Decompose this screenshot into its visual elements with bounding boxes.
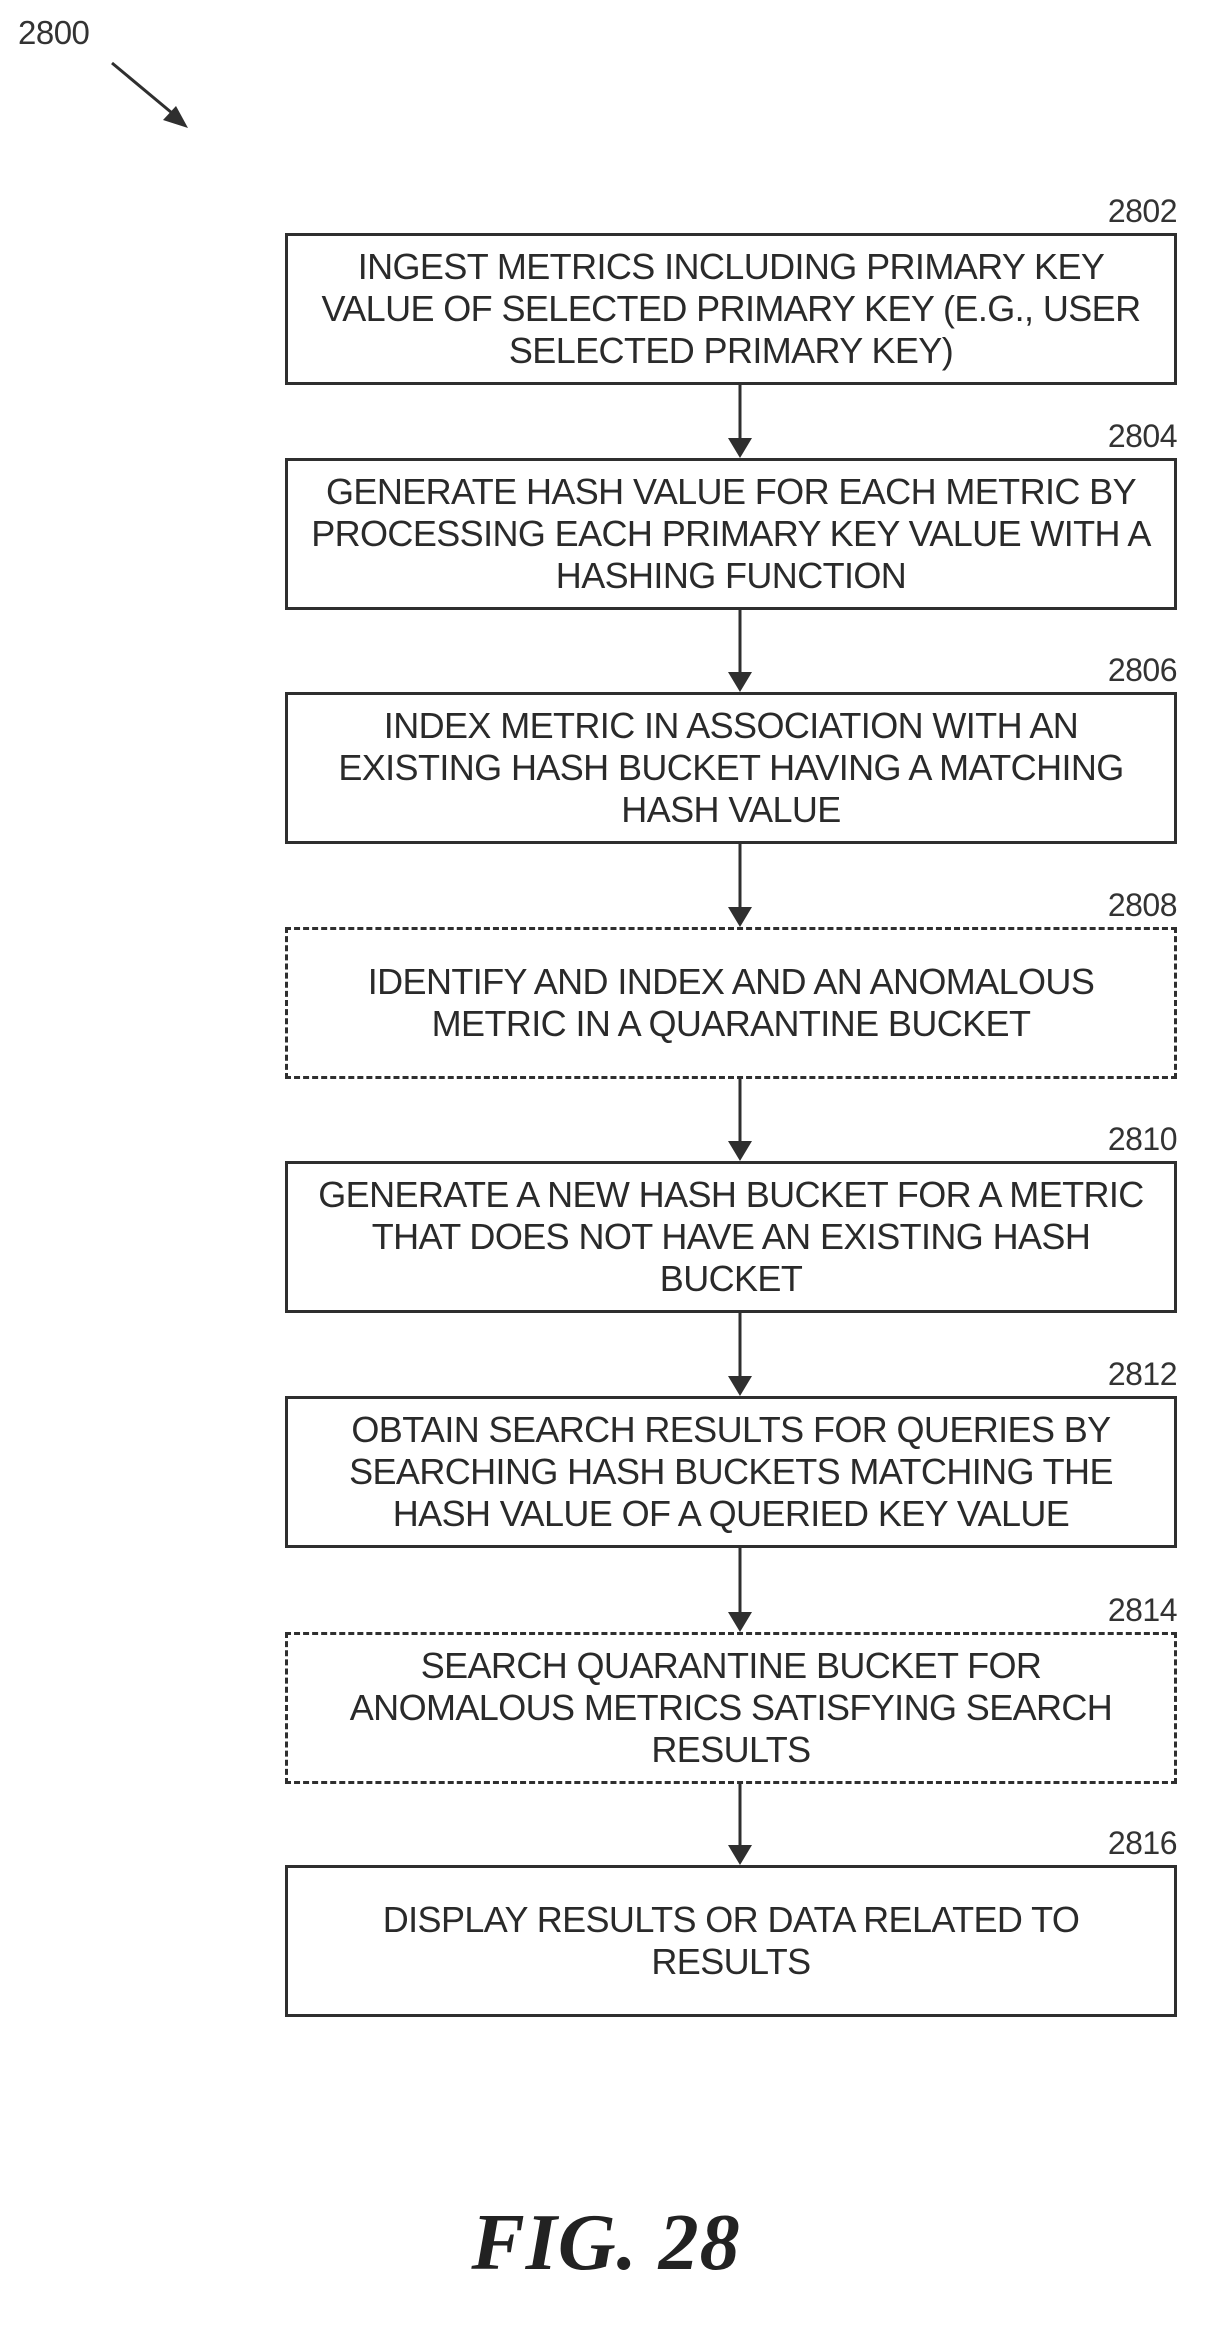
step-number-2806: 2806 <box>1108 652 1177 689</box>
step-box-2816: DISPLAY RESULTS OR DATA RELATED TO RESUL… <box>285 1865 1177 2017</box>
step-number-2804: 2804 <box>1108 418 1177 455</box>
step-box-2806: INDEX METRIC IN ASSOCIATION WITH AN EXIS… <box>285 692 1177 844</box>
step-box-2812: OBTAIN SEARCH RESULTS FOR QUERIES BY SEA… <box>285 1396 1177 1548</box>
arrowhead-icon <box>728 672 752 692</box>
figure-caption: FIG. 28 <box>0 2198 1212 2289</box>
step-text-2814: SEARCH QUARANTINE BUCKET FOR ANOMALOUS M… <box>306 1645 1156 1771</box>
step-box-2802: INGEST METRICS INCLUDING PRIMARY KEY VAL… <box>285 233 1177 385</box>
step-text-2816: DISPLAY RESULTS OR DATA RELATED TO RESUL… <box>306 1899 1156 1983</box>
step-number-2816: 2816 <box>1108 1825 1177 1862</box>
step-number-2808: 2808 <box>1108 887 1177 924</box>
step-text-2802: INGEST METRICS INCLUDING PRIMARY KEY VAL… <box>306 246 1156 372</box>
step-text-2808: IDENTIFY AND INDEX AND AN ANOMALOUS METR… <box>306 961 1156 1045</box>
step-box-2808: IDENTIFY AND INDEX AND AN ANOMALOUS METR… <box>285 927 1177 1079</box>
arrowhead-icon <box>728 438 752 458</box>
arrowhead-icon <box>728 1141 752 1161</box>
step-number-2810: 2810 <box>1108 1121 1177 1158</box>
step-text-2812: OBTAIN SEARCH RESULTS FOR QUERIES BY SEA… <box>306 1409 1156 1535</box>
step-text-2810: GENERATE A NEW HASH BUCKET FOR A METRIC … <box>306 1174 1156 1300</box>
step-text-2806: INDEX METRIC IN ASSOCIATION WITH AN EXIS… <box>306 705 1156 831</box>
step-box-2810: GENERATE A NEW HASH BUCKET FOR A METRIC … <box>285 1161 1177 1313</box>
arrowhead-icon <box>728 907 752 927</box>
arrowhead-icon <box>728 1376 752 1396</box>
step-number-2802: 2802 <box>1108 193 1177 230</box>
step-text-2804: GENERATE HASH VALUE FOR EACH METRIC BY P… <box>306 471 1156 597</box>
step-box-2804: GENERATE HASH VALUE FOR EACH METRIC BY P… <box>285 458 1177 610</box>
arrowhead-icon <box>728 1845 752 1865</box>
step-number-2814: 2814 <box>1108 1592 1177 1629</box>
reference-pointer-line <box>112 63 178 118</box>
step-box-2814: SEARCH QUARANTINE BUCKET FOR ANOMALOUS M… <box>285 1632 1177 1784</box>
step-number-2812: 2812 <box>1108 1356 1177 1393</box>
arrowhead-icon <box>728 1612 752 1632</box>
